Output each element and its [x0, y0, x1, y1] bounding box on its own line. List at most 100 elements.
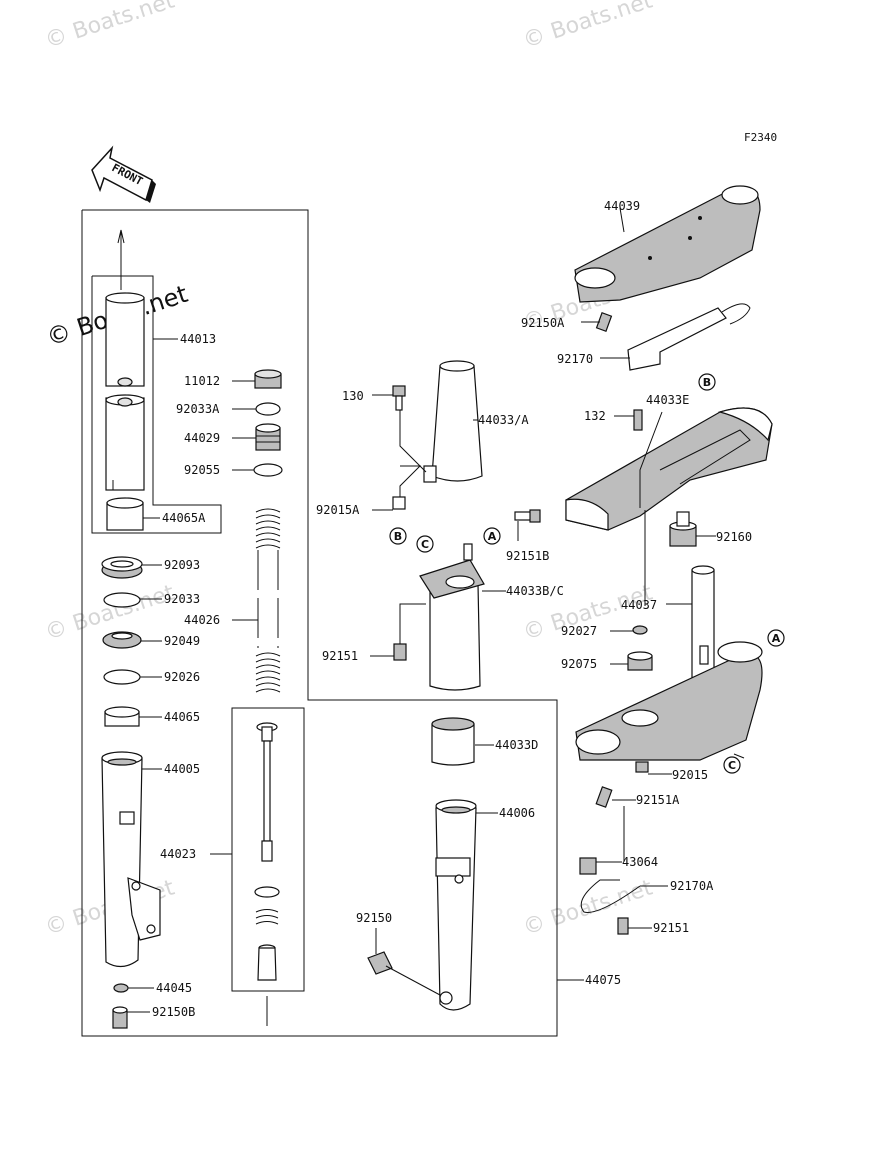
snap-ring-92033 — [103, 592, 141, 608]
bolt-92150 — [367, 951, 441, 996]
part-label: 92015A — [316, 503, 360, 517]
part-label: 92049 — [164, 634, 200, 648]
part-label: 44065 — [164, 710, 200, 724]
part-label: 11012 — [184, 374, 220, 388]
collar-92075 — [627, 651, 653, 671]
callout-c-upper-label: C — [421, 538, 429, 551]
o-ring-92033a — [255, 402, 281, 416]
washer-92026 — [103, 669, 141, 685]
leader-lines — [127, 207, 745, 1013]
outer-tube-44006 — [435, 799, 477, 1011]
part-label: 92160 — [716, 530, 752, 544]
assembly-frame — [81, 209, 558, 1037]
part-label: 44013 — [180, 332, 216, 346]
watermark: © Boats.net — [42, 0, 178, 54]
o-ring-92055 — [253, 463, 283, 477]
part-label: 44033D — [495, 738, 538, 752]
part-label: 92151B — [506, 549, 549, 563]
front-arrow-icon: FRONT — [91, 145, 156, 203]
nut-92015 — [635, 761, 649, 773]
bolt-92151b — [514, 509, 541, 523]
upper-bracket-44039 — [574, 185, 761, 303]
lower-bracket-44033e — [565, 407, 773, 531]
part-label: 44023 — [160, 847, 196, 861]
callout-b-lower-label: B — [394, 530, 402, 543]
part-label: 92150A — [521, 316, 565, 330]
fork-cover-44033a — [423, 360, 483, 483]
spring-44026 — [255, 508, 281, 693]
subassembly-frame-44013 — [91, 275, 222, 534]
watermark: © Boats.net — [520, 875, 656, 940]
callout-a-upper — [483, 527, 501, 545]
part-label: 44033E — [646, 393, 689, 407]
inner-tube-44013 — [105, 292, 145, 491]
damper-rod-44023 — [254, 722, 280, 981]
part-label: 92015 — [672, 768, 708, 782]
guide-bushing-44065a — [106, 497, 144, 531]
steering-stem-clamp — [575, 641, 763, 761]
fork-cover-44033d — [431, 717, 475, 766]
callout-b-upper-label: B — [703, 376, 711, 389]
fork-cover-44033bc — [419, 543, 485, 691]
part-label: 44037 — [621, 598, 657, 612]
part-labels: 44039 92150A 92170 130 44033/A 132 44033… — [152, 199, 752, 1019]
part-label: 92075 — [561, 657, 597, 671]
part-label: 92027 — [561, 624, 597, 638]
bolt-92150a — [595, 312, 613, 332]
part-label: 92033 — [164, 592, 200, 606]
callout-c-lower-label: C — [728, 759, 736, 772]
part-label: 44033/A — [478, 413, 529, 427]
callout-c-upper — [416, 535, 434, 553]
part-label: 44045 — [156, 981, 192, 995]
cap-92160 — [669, 511, 697, 547]
part-label: 92026 — [164, 670, 200, 684]
part-label: 44029 — [184, 431, 220, 445]
part-label: 44075 — [585, 973, 621, 987]
plug-44029 — [255, 423, 281, 451]
figure-code: F2340 — [744, 131, 777, 144]
bolt-92151-right — [617, 917, 629, 935]
part-label: 92093 — [164, 558, 200, 572]
part-label: 92151 — [653, 921, 689, 935]
part-label: 130 — [342, 389, 364, 403]
bolt-92015a — [392, 496, 406, 510]
callout-b-lower — [389, 527, 407, 545]
callout-a-lower — [767, 629, 785, 647]
bracket-92170 — [627, 303, 751, 371]
outer-tube-44005 — [101, 751, 161, 968]
cap-11012 — [254, 369, 282, 389]
part-label: 44033B/C — [506, 584, 564, 598]
bolt-130 — [392, 385, 406, 411]
part-label: 44005 — [164, 762, 200, 776]
part-label: 44006 — [499, 806, 535, 820]
part-label: 43064 — [622, 855, 658, 869]
watermark: © Boats.net — [520, 0, 656, 54]
bolt-92151 — [393, 643, 407, 661]
callout-c-lower — [723, 756, 741, 774]
washer-92027 — [632, 625, 648, 635]
bolt-132 — [633, 409, 643, 431]
part-label: 92170A — [670, 879, 714, 893]
callout-b-upper — [698, 373, 716, 391]
part-label: 44039 — [604, 199, 640, 213]
part-label: 92170 — [557, 352, 593, 366]
part-label: 132 — [584, 409, 606, 423]
clamp-92170a — [580, 879, 641, 913]
callout-a-lower-label: A — [772, 632, 781, 645]
part-label: 92151A — [636, 793, 680, 807]
washer-44045 — [113, 983, 129, 993]
part-label: 44026 — [184, 613, 220, 627]
subassembly-frame-44023 — [231, 707, 305, 992]
part-label: 44065A — [162, 511, 206, 525]
part-label: 92150B — [152, 1005, 195, 1019]
part-label: 92151 — [322, 649, 358, 663]
oil-seal-92093 — [101, 556, 143, 579]
washer-92049 — [102, 631, 142, 649]
part-label: 92033A — [176, 402, 220, 416]
part-label: 92150 — [356, 911, 392, 925]
bolt-92150b — [112, 1006, 128, 1029]
callout-a-upper-label: A — [488, 530, 497, 543]
bolt-92151a — [595, 786, 613, 808]
